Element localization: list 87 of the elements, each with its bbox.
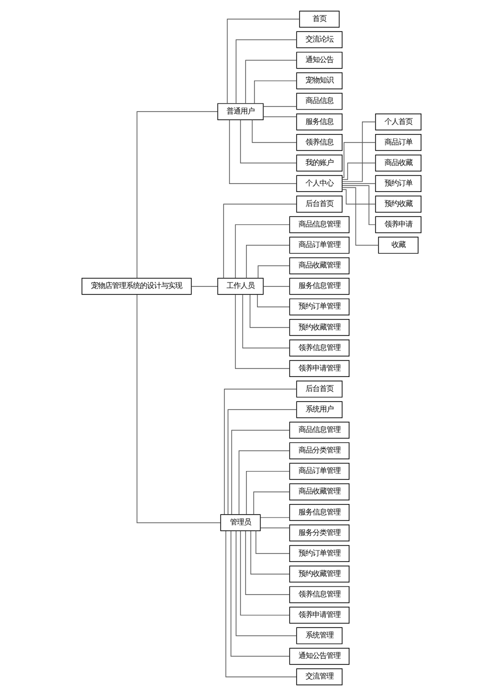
node-box: 预约订单管理 [288, 298, 349, 316]
connector [341, 183, 376, 184]
connector [234, 294, 290, 369]
connector [136, 111, 218, 279]
connector [262, 286, 290, 287]
node-box: 领养申请管理 [288, 360, 349, 377]
connector [251, 119, 296, 143]
node-box: 个人中心 [296, 175, 342, 192]
connector [341, 187, 378, 246]
connector [255, 530, 290, 554]
connector [256, 294, 290, 308]
connector [252, 492, 290, 515]
node-box: 商品信息管理 [288, 422, 349, 439]
node-box: 通知公告 [296, 52, 342, 69]
node-box: 商品订单管理 [288, 462, 349, 480]
connector [341, 162, 376, 180]
connector [341, 189, 376, 204]
node-box: 领养申请 [374, 216, 421, 234]
node-box: 系统管理 [296, 627, 342, 644]
connector [244, 530, 290, 595]
connector [257, 265, 290, 279]
node-box: 商品分类管理 [288, 442, 349, 460]
node-box: 收藏 [378, 236, 418, 254]
node-box: 商品信息 [296, 92, 342, 110]
connector [262, 116, 296, 118]
node-box: 服务信息管理 [288, 278, 349, 295]
connector [342, 185, 376, 226]
connector [235, 39, 296, 104]
node-box: 系统用户 [296, 401, 342, 418]
connector [260, 517, 290, 518]
connector [260, 527, 290, 528]
connector [342, 142, 376, 178]
connector [238, 450, 290, 515]
node-box: 领养信息管理 [288, 340, 349, 356]
connector [227, 409, 296, 515]
connector [240, 530, 290, 616]
connector [136, 294, 220, 524]
node-box: 宠物店管理系统的设计与实现 [81, 278, 192, 295]
node-box: 我的账户 [296, 154, 342, 172]
node-box: 预约收藏管理 [288, 319, 349, 336]
node-box: 领养信息 [296, 134, 342, 151]
connector [244, 60, 296, 104]
node-box: 普通用户 [216, 103, 264, 120]
node-box: 宠物知识 [296, 72, 342, 90]
node-box: 通知公告管理 [288, 648, 349, 665]
node-box: 工作人员 [216, 278, 264, 295]
connector [250, 530, 290, 574]
connector [223, 388, 296, 515]
node-box: 服务信息 [296, 113, 342, 130]
node-box: 服务信息管理 [288, 504, 349, 521]
connector [342, 122, 376, 182]
node-box: 后台首页 [296, 196, 342, 213]
node-box: 商品订单管理 [288, 236, 349, 254]
node-box: 预约订单 [374, 175, 421, 192]
node-box: 商品订单 [374, 134, 421, 151]
connector [226, 18, 300, 104]
node-box: 首页 [298, 10, 340, 28]
node-box: 预约收藏 [374, 196, 421, 213]
node-box: 商品信息管理 [288, 216, 349, 234]
connector [190, 286, 218, 287]
connector [242, 294, 290, 348]
connector [254, 80, 296, 104]
connector [222, 204, 296, 279]
connector [224, 530, 296, 678]
node-box: 预约收藏管理 [288, 566, 349, 583]
connector [235, 530, 296, 636]
node-box: 商品收藏管理 [288, 257, 349, 274]
connector [234, 224, 290, 278]
node-box: 后台首页 [296, 380, 342, 398]
connector [240, 120, 296, 164]
connector [230, 530, 290, 657]
connector [230, 430, 290, 515]
node-box: 领养申请管理 [288, 606, 349, 624]
node-box: 领养信息管理 [288, 586, 349, 604]
node-box: 服务分类管理 [288, 524, 349, 542]
connector [246, 244, 290, 279]
node-box: 商品收藏管理 [288, 483, 349, 500]
node-box: 交流管理 [296, 668, 342, 686]
connector [246, 470, 290, 515]
connector [249, 294, 290, 328]
connector [262, 106, 296, 107]
node-box: 预约订单管理 [288, 545, 349, 562]
node-box: 商品收藏 [374, 154, 421, 172]
node-box: 交流论坛 [296, 31, 342, 48]
node-box: 个人首页 [374, 113, 421, 130]
connector [228, 120, 296, 184]
node-box: 管理员 [220, 514, 260, 532]
